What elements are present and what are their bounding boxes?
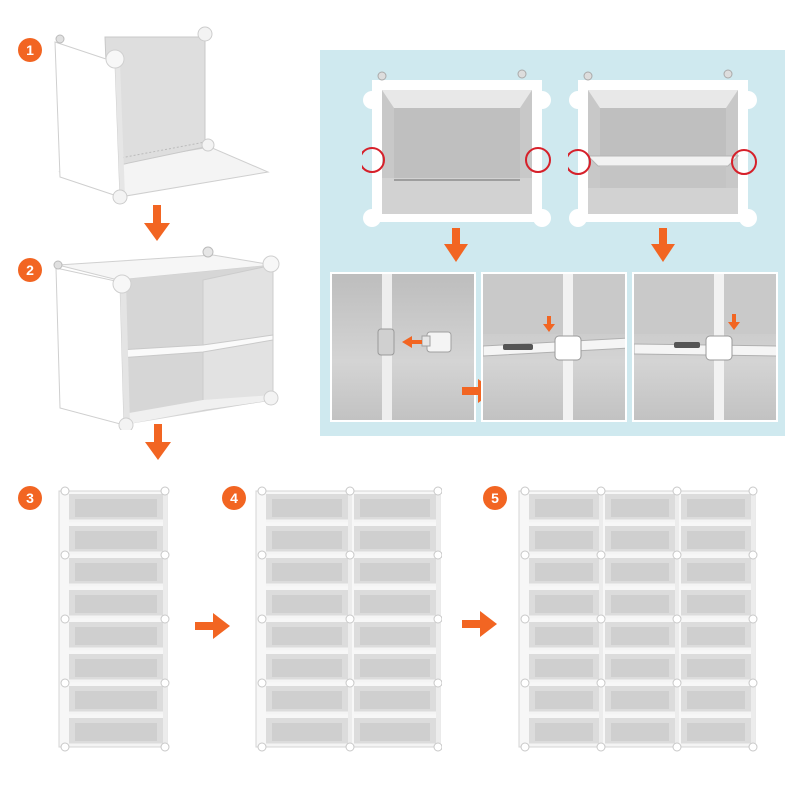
step-badge-4: 4 bbox=[222, 486, 246, 510]
arrow-right-icon bbox=[462, 611, 497, 637]
highlight-circle-icon bbox=[362, 147, 385, 173]
detail-inset-shelf-lock-right bbox=[632, 272, 778, 422]
detail-inset-clip-insert bbox=[330, 272, 476, 422]
step-badge-5: 5 bbox=[483, 486, 507, 510]
arrow-right-icon bbox=[195, 613, 230, 639]
step5-three-column-rack-illustration bbox=[518, 486, 758, 752]
arrow-down-icon bbox=[444, 228, 468, 262]
step-number: 1 bbox=[26, 42, 34, 58]
cube-after-shelf-illustration bbox=[568, 69, 757, 227]
step1-partial-cube-illustration bbox=[54, 26, 270, 205]
highlight-circle-icon bbox=[525, 147, 551, 173]
step-number: 3 bbox=[26, 490, 34, 506]
step3-one-column-rack-illustration bbox=[58, 486, 170, 752]
step-badge-3: 3 bbox=[18, 486, 42, 510]
step-number: 2 bbox=[26, 262, 34, 278]
step-number: 4 bbox=[230, 490, 238, 506]
arrow-down-icon bbox=[651, 228, 675, 262]
step-number: 5 bbox=[491, 490, 499, 506]
highlight-circle-icon bbox=[731, 149, 757, 175]
step-badge-1: 1 bbox=[18, 38, 42, 62]
highlight-circle-icon bbox=[568, 149, 591, 175]
arrow-down-icon bbox=[145, 424, 171, 460]
step-badge-2: 2 bbox=[18, 258, 42, 282]
detail-inset-shelf-lock-left bbox=[481, 272, 627, 422]
connector-clip-icon bbox=[421, 331, 452, 353]
step2-cube-with-shelf-illustration bbox=[53, 246, 280, 430]
step4-two-column-rack-illustration bbox=[255, 486, 442, 752]
arrow-down-icon bbox=[144, 205, 170, 241]
cube-before-shelf-illustration bbox=[362, 69, 551, 227]
